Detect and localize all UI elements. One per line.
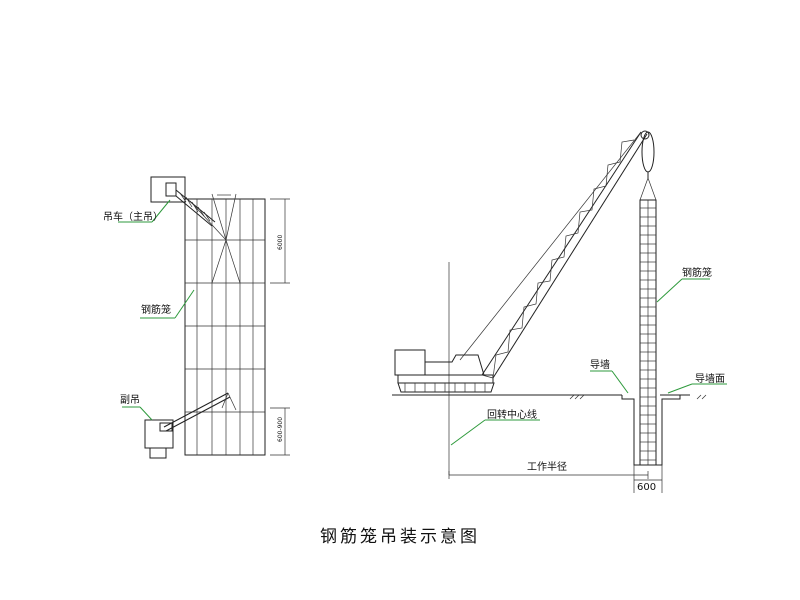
svg-text:6000: 6000 [277,235,284,250]
cage-elevation [639,199,657,466]
guide-wall-label: 导墙 [590,358,610,371]
dimension-bottom: 600-900 [270,407,290,456]
aux-crane-label: 副吊 [120,394,140,406]
diagram-title: 钢筋笼吊装示意图 [320,527,480,547]
main-crane-label: 吊车（主吊） [103,210,163,223]
lattice-boom [459,130,657,379]
svg-text:600-900: 600-900 [277,417,284,442]
crawler-crane [394,349,495,393]
working-radius-dimension: 工作半径 [448,460,649,479]
cage-label-plan: 钢筋笼 [141,303,171,316]
width-dimension: 600 [637,482,656,493]
rotation-center-label: 回转中心线 [487,408,537,421]
cage-label-elevation: 钢筋笼 [682,266,712,279]
guide-wall [621,395,681,493]
dimension-top: 6000 [270,198,290,284]
right-elevation-view: 工作半径 600 钢筋笼 导墙 导墙面 回转中心线 [392,130,727,493]
left-plan-view: 6000 600-900 吊车（主吊） 钢筋笼 副吊 [103,176,290,459]
aux-crane-plan [144,392,237,459]
cage-grid-plan [184,193,266,456]
working-radius-label: 工作半径 [527,460,567,473]
guide-wall-surface-label: 导墙面 [695,372,725,385]
